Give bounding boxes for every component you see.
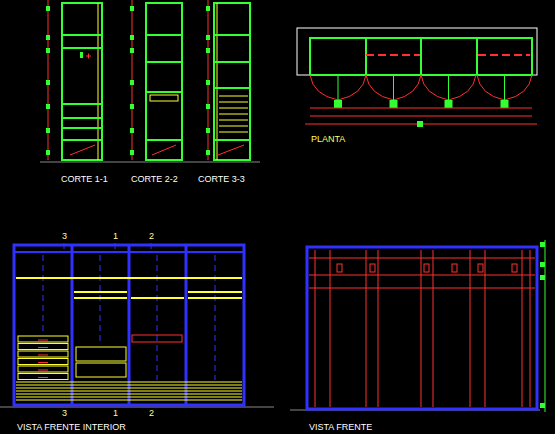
view-title: CORTE 3-3: [197, 174, 246, 184]
callout-number: 2: [148, 231, 155, 241]
view-title: CORTE 1-1: [60, 174, 109, 184]
plan-view: [297, 28, 537, 127]
callout-number: 1: [112, 408, 119, 418]
view-title: PLANTA: [310, 134, 346, 144]
section-views: [40, 0, 260, 162]
callout-number: 3: [61, 231, 68, 241]
interior-front-view: [0, 243, 274, 407]
view-title: VISTA FRENTE INTERIOR: [16, 422, 127, 432]
view-title: VISTA FRENTE: [308, 422, 373, 432]
callout-number: 2: [148, 408, 155, 418]
callout-number: 3: [61, 408, 68, 418]
view-title: CORTE 2-2: [130, 174, 179, 184]
front-view: [290, 240, 545, 412]
callout-number: 1: [112, 231, 119, 241]
